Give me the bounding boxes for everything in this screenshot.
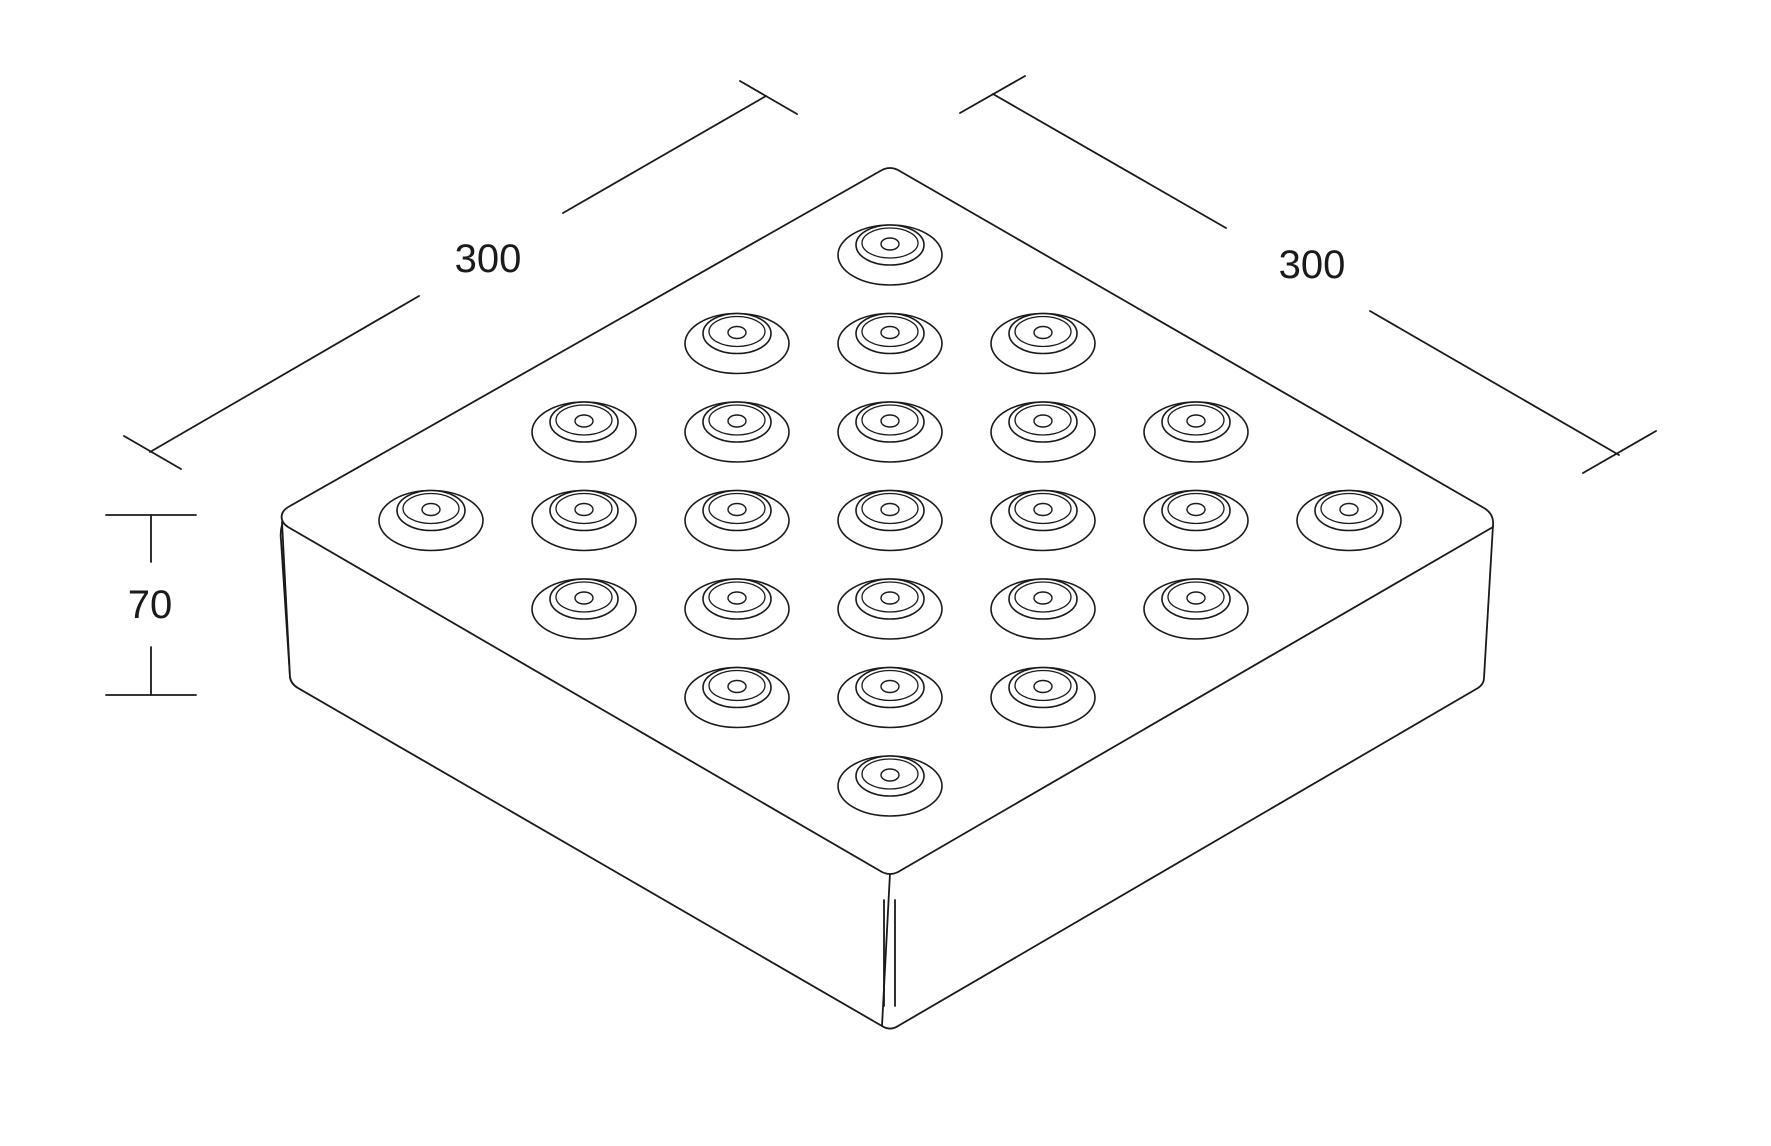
stud-center xyxy=(727,591,747,605)
stud-center xyxy=(880,414,900,428)
right-side-face xyxy=(881,524,1494,1030)
tactile-stud xyxy=(837,666,943,729)
stud-top-edge xyxy=(861,669,919,702)
tactile-stud xyxy=(837,755,943,817)
stud-top-edge xyxy=(1167,404,1225,436)
dimension-left-width: 300 xyxy=(123,80,798,470)
dim-left-line-lower xyxy=(149,295,420,453)
stud-center xyxy=(574,502,594,517)
tactile-stud xyxy=(990,312,1096,375)
dim-left-line-upper xyxy=(562,95,767,214)
stud-center xyxy=(880,502,900,517)
tactile-stud xyxy=(684,578,790,640)
tactile-stud xyxy=(1143,489,1249,552)
tactile-stud xyxy=(1143,578,1249,640)
stud-top-edge xyxy=(708,492,766,525)
tactile-stud xyxy=(990,578,1096,640)
tactile-stud xyxy=(531,401,637,463)
tactile-stud xyxy=(990,489,1096,552)
tactile-stud xyxy=(990,401,1096,463)
dim-height-label: 70 xyxy=(128,583,173,627)
stud-center xyxy=(1339,502,1359,517)
dim-right-ext-bottom xyxy=(1582,430,1657,474)
tactile-stud xyxy=(837,312,943,375)
stud-center xyxy=(1033,325,1053,340)
stud-top-edge xyxy=(402,492,460,525)
stud-top-edge xyxy=(1014,315,1072,348)
stud-top-edge xyxy=(555,492,613,525)
dimension-height: 70 xyxy=(105,514,197,696)
tactile-stud xyxy=(378,489,484,552)
stud-center xyxy=(574,591,594,605)
stud-center xyxy=(1033,679,1053,694)
stud-top-edge xyxy=(708,581,766,613)
stud-top-edge xyxy=(861,758,919,790)
stud-center xyxy=(574,414,594,428)
tactile-stud xyxy=(1143,401,1249,463)
stud-center xyxy=(727,679,747,694)
stud-center xyxy=(727,502,747,517)
dimension-right-width: 300 xyxy=(959,75,1657,474)
dim-right-line-upper xyxy=(992,93,1227,229)
stud-grid xyxy=(378,224,1402,817)
stud-center xyxy=(880,768,900,782)
tactile-stud xyxy=(531,578,637,640)
stud-top-edge xyxy=(861,492,919,525)
stud-top-edge xyxy=(708,669,766,702)
stud-top-edge xyxy=(861,581,919,613)
dim-right-line-lower xyxy=(1369,310,1620,456)
stud-center xyxy=(1186,414,1206,428)
stud-top-edge xyxy=(861,315,919,348)
stud-top-edge xyxy=(708,315,766,348)
stud-center xyxy=(880,591,900,605)
tactile-stud xyxy=(837,578,943,640)
tactile-stud xyxy=(684,401,790,463)
dim-right-width-label: 300 xyxy=(1279,243,1346,287)
stud-top-edge xyxy=(555,581,613,613)
tactile-stud xyxy=(684,489,790,552)
stud-top-edge xyxy=(1014,492,1072,525)
tactile-stud xyxy=(531,489,637,552)
stud-center xyxy=(727,325,747,340)
stud-top-edge xyxy=(708,404,766,436)
stud-center xyxy=(1033,502,1053,517)
stud-top-edge xyxy=(1167,581,1225,613)
stud-center xyxy=(880,325,900,340)
stud-center xyxy=(880,237,900,251)
tactile-stud xyxy=(837,224,943,286)
stud-top-edge xyxy=(1014,581,1072,613)
stud-center xyxy=(1033,414,1053,428)
stud-center xyxy=(1186,502,1206,517)
stud-top-edge xyxy=(1167,492,1225,525)
tactile-stud xyxy=(1296,489,1402,552)
stud-top-edge xyxy=(861,227,919,259)
stud-center xyxy=(1033,591,1053,605)
stud-top-edge xyxy=(1014,404,1072,436)
stud-top-edge xyxy=(1320,492,1378,525)
stud-center xyxy=(727,414,747,428)
stud-center xyxy=(880,679,900,694)
tactile-stud xyxy=(837,489,943,552)
dim-left-ext-bottom xyxy=(123,435,182,470)
tactile-stud xyxy=(684,312,790,375)
stud-top-edge xyxy=(555,404,613,436)
stud-top-edge xyxy=(1014,669,1072,702)
tactile-stud xyxy=(837,401,943,463)
tactile-stud xyxy=(684,666,790,729)
stud-center xyxy=(421,502,441,517)
stud-top-edge xyxy=(861,404,919,436)
dim-left-ext-top xyxy=(739,80,798,115)
dim-left-width-label: 300 xyxy=(455,237,522,281)
stud-center xyxy=(1186,591,1206,605)
tactile-stud xyxy=(990,666,1096,729)
